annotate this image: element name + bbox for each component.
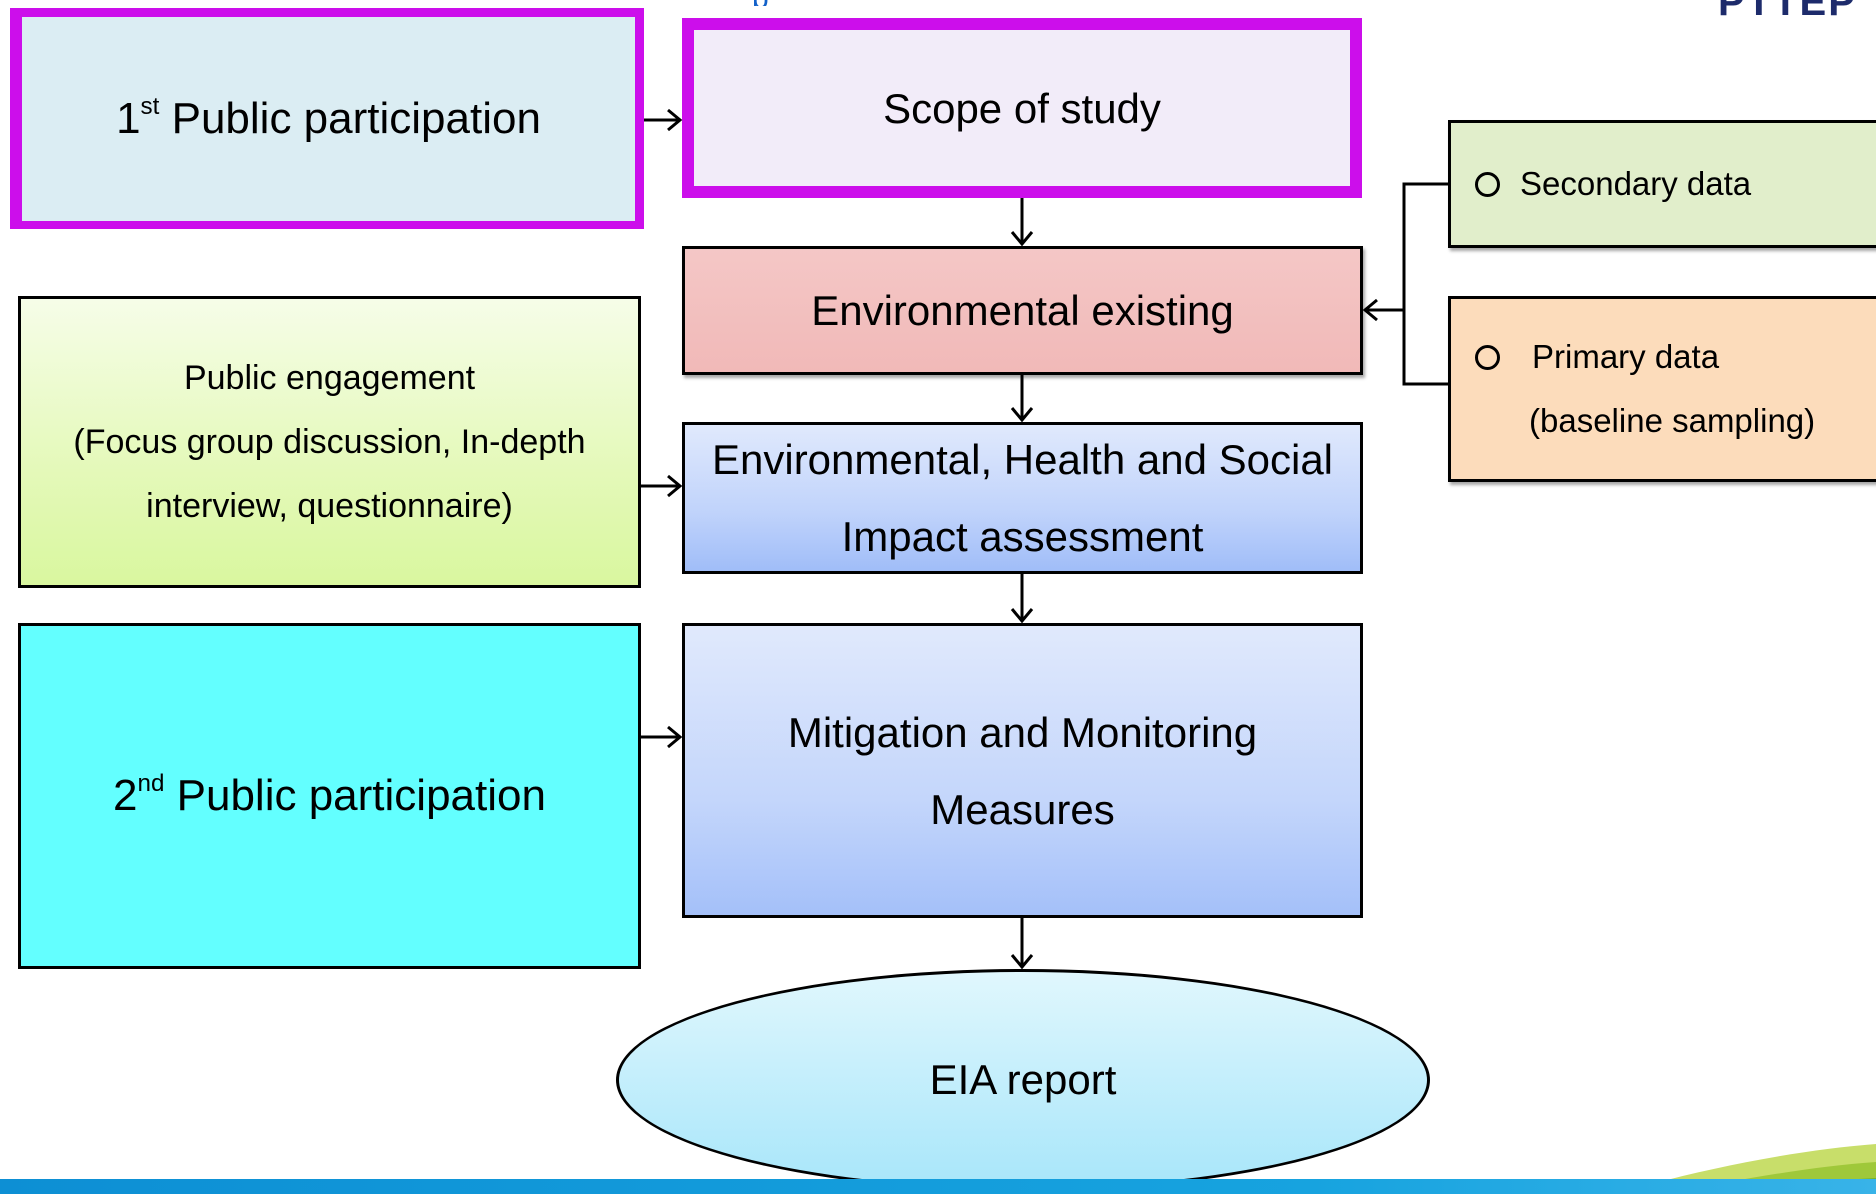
arrow-data-to-env — [1362, 298, 1404, 322]
circle-bullet-icon — [1475, 344, 1500, 370]
secondary-data-box: Secondary data — [1448, 120, 1876, 248]
arrow-first-to-scope — [644, 108, 683, 132]
environmental-existing-box: Environmental existing — [682, 246, 1363, 375]
impact-assessment-line2: Impact assessment — [841, 513, 1204, 560]
first-public-participation-box: 1st Public participation — [10, 8, 644, 229]
second-public-participation-label: 2nd Public participation — [113, 769, 546, 820]
primary-data-box: Primary data (baseline sampling) — [1448, 296, 1876, 482]
slide-title-fragment: p — [752, 0, 798, 6]
circle-bullet-icon — [1475, 171, 1500, 197]
scope-of-study-box: Scope of study — [682, 18, 1362, 198]
arrow-env-to-impact — [1010, 375, 1034, 423]
environmental-existing-label: Environmental existing — [811, 287, 1234, 334]
secondary-data-label: Secondary data — [1520, 165, 1752, 202]
arrow-scope-to-env — [1010, 198, 1034, 247]
eia-report-label: EIA report — [929, 1056, 1117, 1103]
mitigation-line1: Mitigation and Monitoring — [787, 708, 1258, 756]
public-engagement-line1: Public engagement — [183, 359, 476, 397]
arrow-second-to-mitigation — [641, 725, 683, 749]
primary-data-sublabel: (baseline sampling) — [1529, 402, 1816, 439]
public-engagement-line2: (Focus group discussion, In-depth — [73, 423, 586, 461]
impact-assessment-box: Environmental, Health and Social Impact … — [682, 422, 1363, 574]
impact-assessment-line1: Environmental, Health and Social — [711, 436, 1334, 483]
mitigation-line2: Measures — [930, 785, 1115, 833]
arrow-mitigation-to-report — [1010, 918, 1034, 970]
first-public-participation-label: 1st Public participation — [116, 92, 541, 143]
arrow-impact-to-mitigation — [1010, 574, 1034, 624]
public-engagement-line3: interview, questionnaire) — [146, 487, 513, 525]
company-logo: PTTEP — [1718, 0, 1857, 24]
mitigation-monitoring-box: Mitigation and Monitoring Measures — [682, 623, 1363, 918]
bottom-accent-band — [0, 1179, 1876, 1194]
scope-of-study-label: Scope of study — [883, 84, 1161, 132]
primary-data-label: Primary data — [1532, 338, 1720, 375]
eia-report-ellipse: EIA report — [616, 969, 1430, 1191]
bracket-data-sources — [1402, 182, 1448, 386]
public-engagement-box: Public engagement (Focus group discussio… — [18, 296, 641, 588]
second-public-participation-box: 2nd Public participation — [18, 623, 641, 969]
arrow-engagement-to-impact — [641, 474, 683, 498]
